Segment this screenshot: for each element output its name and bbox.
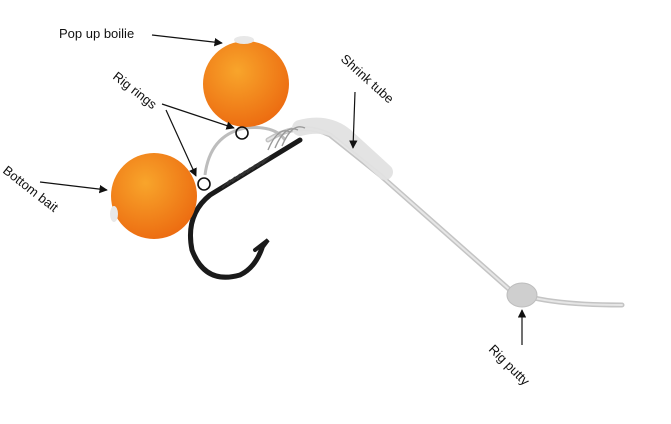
rig-putty xyxy=(506,282,538,308)
label-pop-up-boilie: Pop up boilie xyxy=(59,26,134,41)
arrow-rig-rings-lower xyxy=(165,109,197,177)
rig-ring-lower xyxy=(197,177,211,191)
label-rig-putty: Rig putty xyxy=(486,342,533,389)
label-shrink-tube: Shrink tube xyxy=(338,51,397,106)
line-whipping xyxy=(221,155,271,189)
shrink-tube xyxy=(292,117,393,180)
rig-ring-upper xyxy=(235,126,249,140)
bottom-bait xyxy=(111,153,197,239)
arrow-bottom-bait xyxy=(39,181,108,194)
pop-up-boilie xyxy=(203,41,289,127)
hooklink-line xyxy=(265,126,625,308)
hook xyxy=(187,137,303,280)
arrow-shrink-tube xyxy=(349,91,358,149)
arrow-pop-up-boilie xyxy=(151,34,223,47)
arrow-rig-rings-upper xyxy=(161,103,235,130)
label-bottom-bait: Bottom bait xyxy=(0,163,61,216)
label-rig-rings: Rig rings xyxy=(110,69,160,113)
